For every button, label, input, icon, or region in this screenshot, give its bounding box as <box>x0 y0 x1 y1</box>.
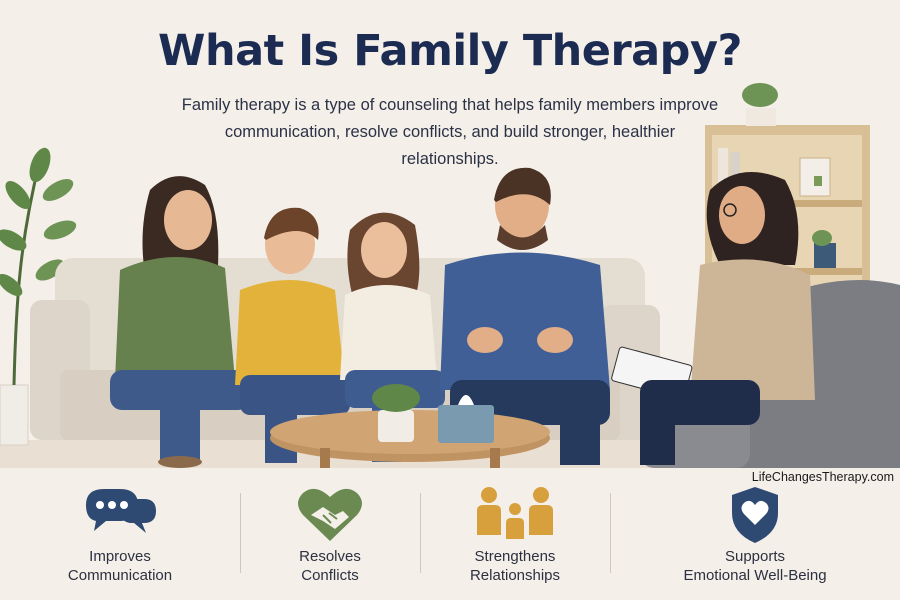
coffee-table <box>270 384 550 468</box>
divider <box>610 493 611 573</box>
site-watermark: LifeChangesTherapy.com <box>751 470 894 484</box>
feature-conflicts: Resolves Conflicts <box>240 485 420 600</box>
feature-label: Strengthens Relationships <box>469 548 561 584</box>
mother-figure <box>110 176 250 468</box>
scene-svg <box>0 83 900 468</box>
page-subtitle: Family therapy is a type of counseling t… <box>181 96 719 168</box>
boy-figure <box>235 207 350 463</box>
features-row: Improves Communication Resolves Conflict… <box>0 485 900 600</box>
floor-plant <box>0 147 77 446</box>
family-group-icon <box>473 485 557 550</box>
speech-bubbles-icon <box>80 485 160 550</box>
therapy-session-illustration <box>0 83 900 468</box>
therapist-figure <box>611 172 815 465</box>
feature-relationships: Strengthens Relationships <box>420 485 610 600</box>
feature-label: Supports Emotional Well-Being <box>683 548 827 584</box>
shield-heart-icon <box>728 485 782 550</box>
feature-well-being: Supports Emotional Well-Being <box>610 485 900 600</box>
divider <box>240 493 241 573</box>
divider <box>420 493 421 573</box>
father-figure <box>440 167 610 465</box>
handshake-heart-icon <box>295 485 365 550</box>
page-title: What Is Family Therapy? <box>158 26 742 76</box>
feature-label: Improves Communication <box>67 548 173 584</box>
feature-label: Resolves Conflicts <box>299 548 361 584</box>
feature-communication: Improves Communication <box>0 485 240 600</box>
